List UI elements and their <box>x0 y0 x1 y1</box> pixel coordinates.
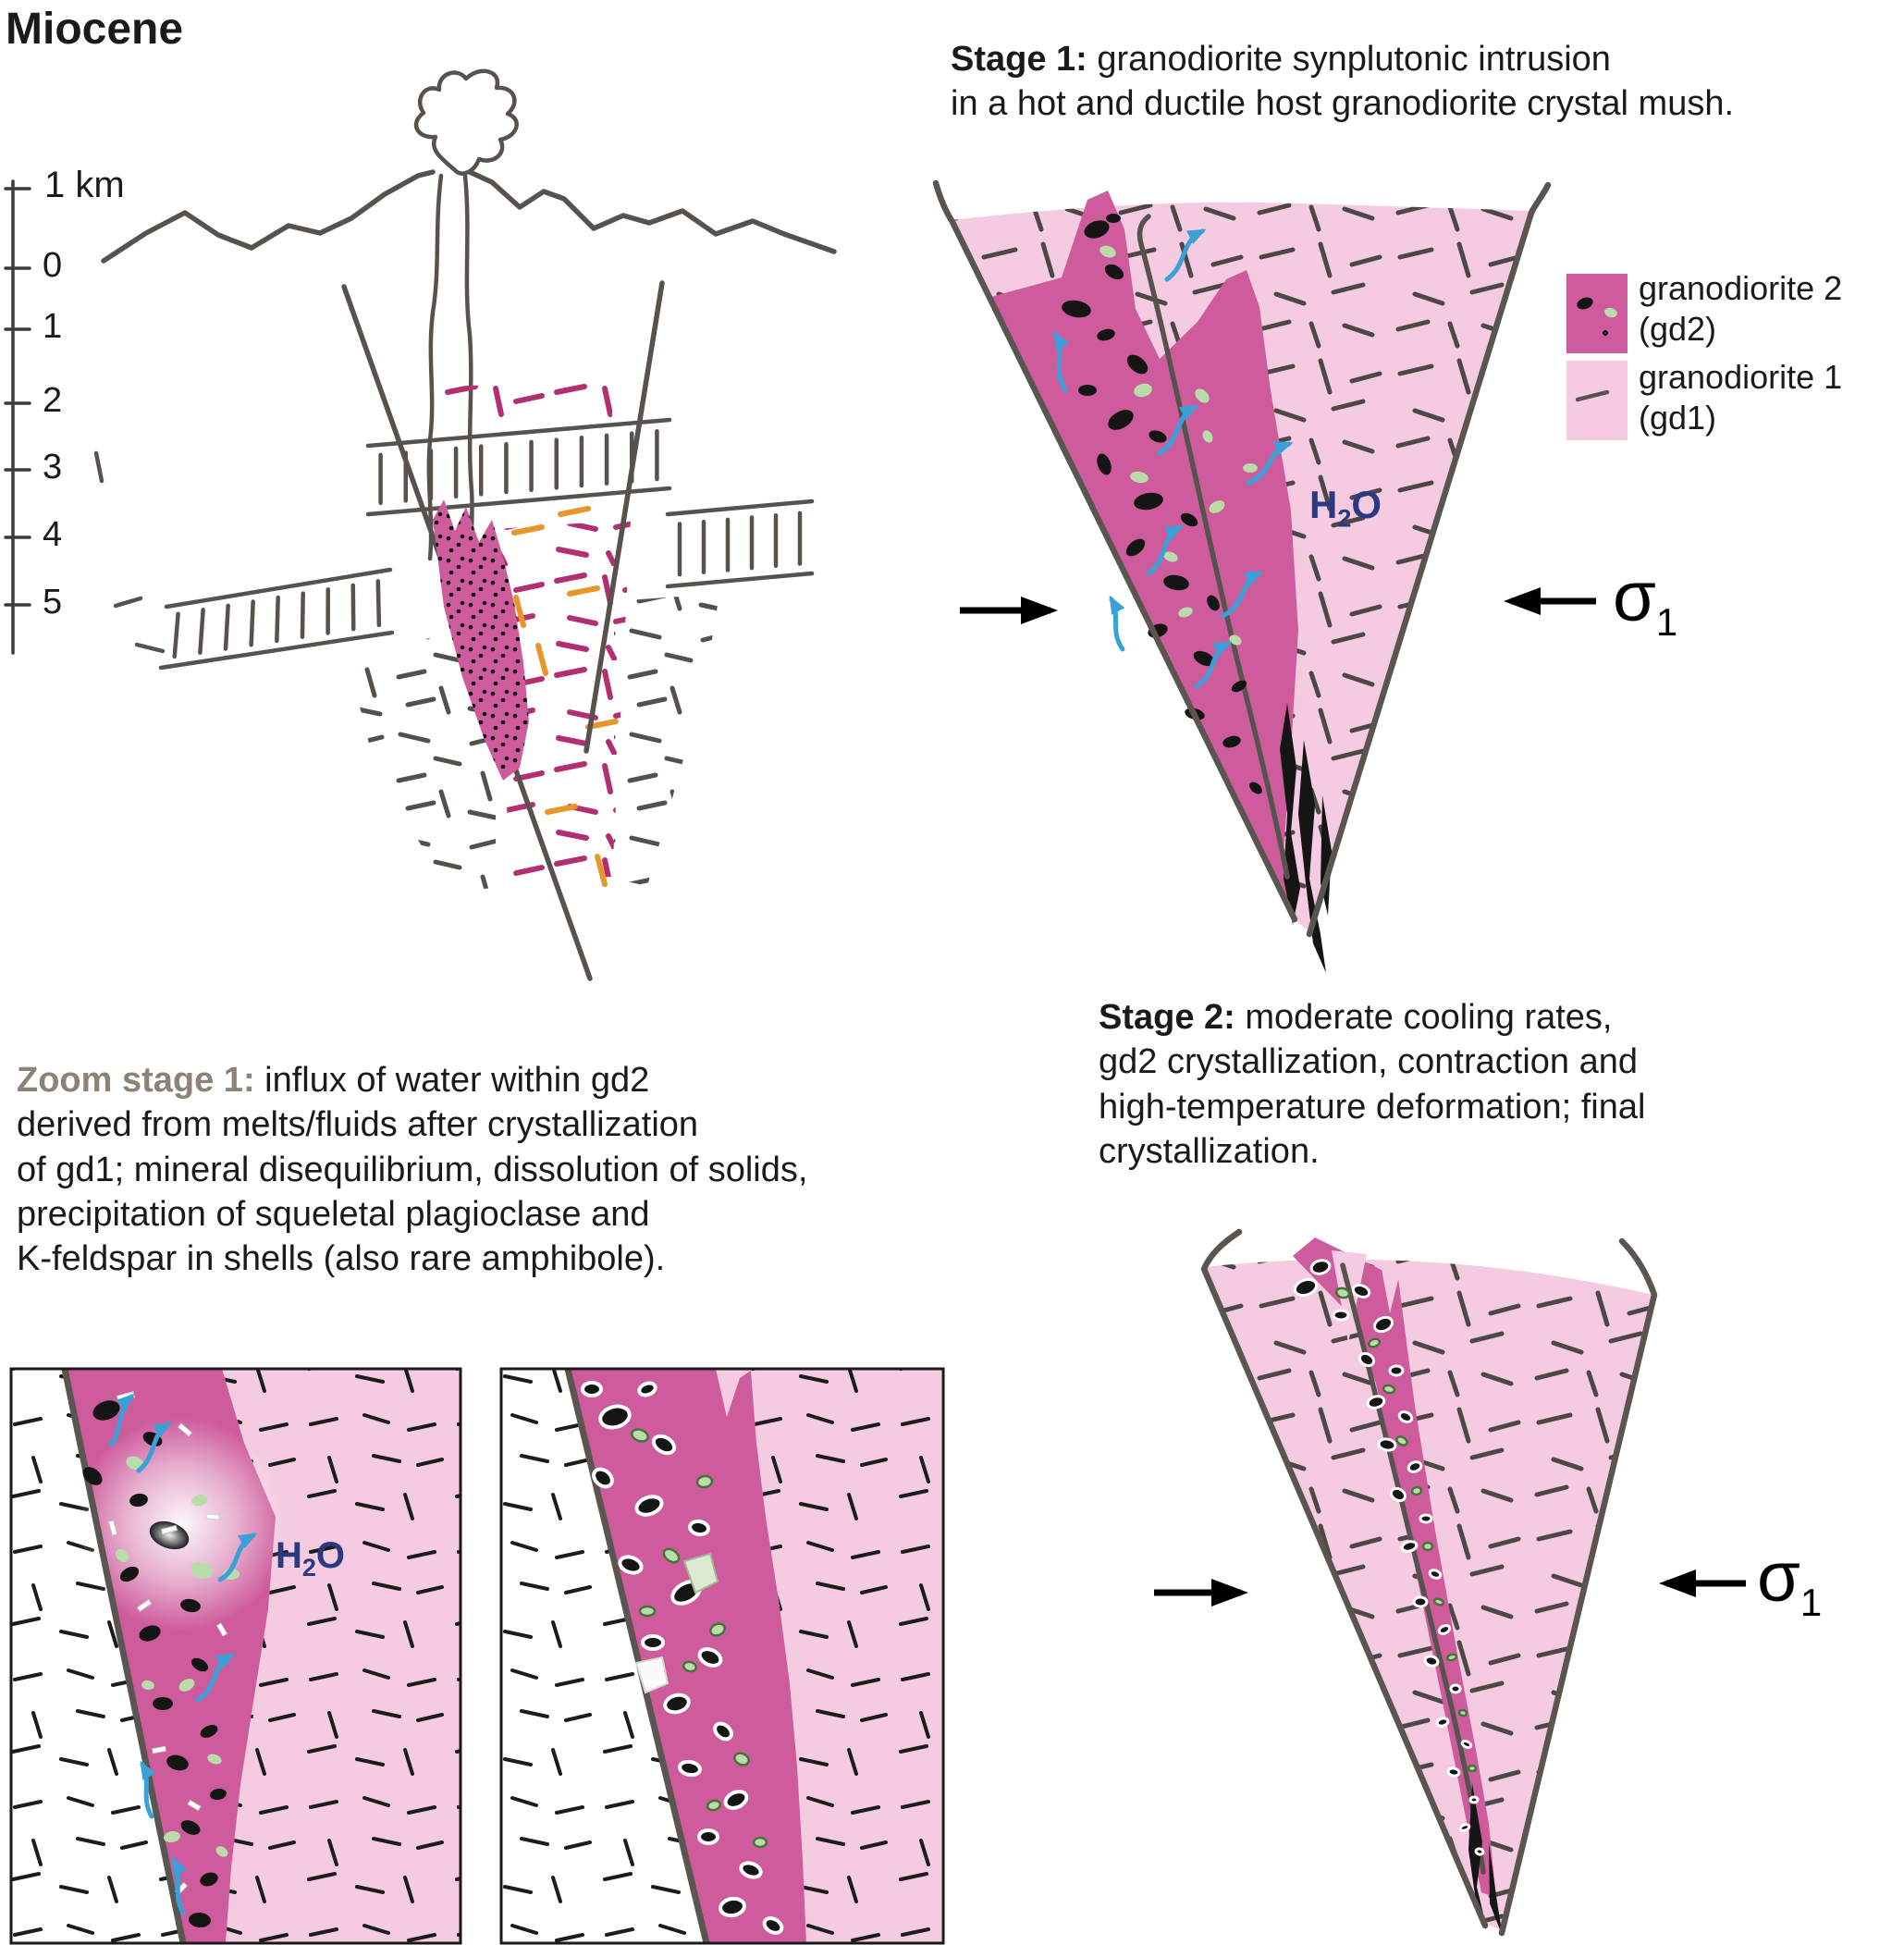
stage1-gd2-intrusion <box>988 191 1298 919</box>
sigma1-label-stage1: σ1 <box>1613 558 1678 645</box>
legend-swatches <box>1566 274 1628 440</box>
scale-tick-0: 0 <box>43 246 63 285</box>
panel1-enclaves <box>82 1400 227 1928</box>
stage2-stress-arrows <box>1154 1570 1746 1606</box>
legend-gd1-label: granodiorite 1 (gd1) <box>1639 358 1843 437</box>
stage2-right-edge <box>1498 1237 1658 1937</box>
panel2-skeletal-plagioclase <box>634 1656 669 1694</box>
volcano-sketch <box>93 68 837 981</box>
mountain-ridge-left <box>101 169 436 264</box>
stage2-black-flames <box>1468 1783 1503 1937</box>
panel2-rimmed-enclaves <box>581 1381 784 1935</box>
panel1-fault-line <box>61 1369 187 1943</box>
conduit-left <box>426 173 444 561</box>
h2o-label-stage1: H2O <box>1309 483 1382 533</box>
gray-dash-field-left <box>344 634 496 892</box>
zoom-panel-1 <box>9 1367 462 1945</box>
mountain-ridge-right <box>467 169 837 254</box>
stage1-heading: Stage 1: granodiorite synplutonic intrus… <box>951 40 1735 124</box>
panel1-dissolving-enclave <box>149 1520 190 1550</box>
gray-dash-field-right <box>614 594 719 886</box>
scale-tick-5: 5 <box>43 583 63 622</box>
stage1-stress-arrows <box>960 587 1596 624</box>
h2o-label-panel1: H2O <box>276 1535 346 1582</box>
legend-gd1-swatch <box>1566 361 1628 440</box>
intrusion-body-stipple <box>433 499 529 781</box>
stage1-enclaves <box>1062 214 1262 794</box>
scale-tick-1: 1 <box>43 307 63 346</box>
stray-dashes <box>93 450 166 654</box>
zoom-panel-2 <box>499 1367 945 1945</box>
sigma1-label-stage2: σ1 <box>1757 1538 1823 1625</box>
figure-title: Miocene <box>6 5 184 54</box>
stage1-green-crystals <box>1099 245 1258 646</box>
stage2-heading: Stage 2: moderate cooling rates, gd2 cry… <box>1099 998 1646 1171</box>
fault-line-secondary <box>583 280 665 754</box>
orange-dashes <box>511 506 619 887</box>
stage2-rimmed-green-crystals <box>1334 1286 1478 1773</box>
zoom-stage1-caption: Zoom stage 1: influx of water within gd2… <box>17 1061 808 1278</box>
stage2-top-notch-2 <box>1382 1269 1400 1313</box>
panel1-dissolution-glow <box>75 1418 288 1631</box>
magenta-dash-field-upper <box>442 381 612 424</box>
legend-gd2-label: granodiorite 2 (gd2) <box>1639 269 1843 348</box>
stage1-right-edge <box>1306 181 1552 938</box>
strata-bands <box>158 417 815 671</box>
stage2-rimmed-enclaves <box>1293 1259 1485 1856</box>
eruption-plume <box>413 68 519 176</box>
stage1-left-edge <box>932 179 1298 923</box>
scale-tick-4: 4 <box>43 515 63 554</box>
scale-tick-2: 2 <box>43 381 63 420</box>
panel1-border <box>9 1367 462 1945</box>
panel2-border <box>499 1367 945 1945</box>
scale-top-label: 1 km <box>44 165 125 205</box>
legend-gd2-swatch <box>1566 274 1628 353</box>
panel2-pale-green-crystal <box>682 1552 719 1594</box>
stage2-diagram <box>1154 1228 1746 1937</box>
panel2-host-dashes <box>501 1369 706 1943</box>
panel2-fault-line <box>564 1369 710 1943</box>
stage1-water-arrows <box>1053 228 1294 689</box>
scale-tick-3: 3 <box>43 448 63 486</box>
panel1-water-arrows <box>108 1393 258 1915</box>
stage2-left-edge <box>1200 1228 1489 1929</box>
panel2-rimmed-green-crystals <box>631 1428 768 1849</box>
panel1-host-dashes <box>11 1369 183 1943</box>
depth-scale-bar <box>4 179 31 655</box>
stage1-internal-shear-line <box>1136 214 1290 880</box>
stage1-diagram <box>932 179 1596 973</box>
